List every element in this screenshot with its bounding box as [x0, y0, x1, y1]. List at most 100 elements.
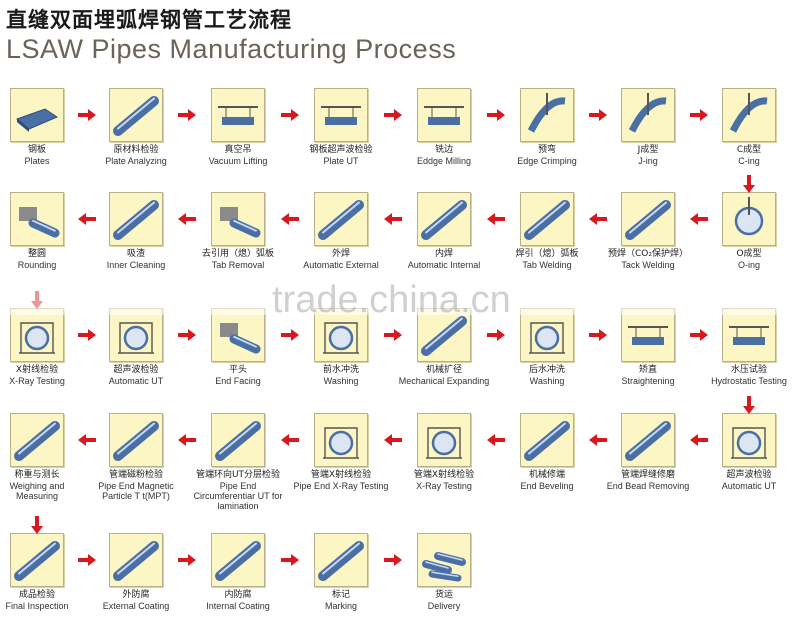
step-label-english: Tack Welding	[621, 260, 675, 270]
xray-testing-2-icon-graphic	[426, 427, 462, 459]
flow-arrow-icon	[178, 329, 196, 341]
automatic-ut-icon-graphic	[118, 322, 154, 354]
flow-arrow-icon	[280, 434, 299, 446]
c-ing-icon	[722, 88, 776, 142]
edge-crimping-icon-graphic	[527, 93, 566, 133]
tab-removal-icon	[211, 192, 265, 246]
step-label-chinese: 标记	[331, 590, 350, 600]
step-label-chinese: 真空吊	[224, 145, 252, 155]
step-label-english: Weighing and Measuring	[9, 481, 65, 501]
step-label-english: Inner Cleaning	[106, 260, 166, 270]
plate-ut-icon-graphic	[321, 106, 361, 125]
watermark: trade.china.cn	[272, 279, 511, 321]
end-facing-icon	[211, 308, 265, 362]
step-label-english: Automatic External	[303, 260, 379, 270]
flow-arrow-icon	[486, 434, 505, 446]
internal-coating-icon	[211, 533, 265, 587]
flow-arrow-icon	[743, 396, 755, 414]
hydrostatic-testing-icon-graphic	[729, 326, 769, 345]
step-label-chinese: 铣边	[434, 145, 453, 155]
plates-icon	[10, 88, 64, 142]
title-english: LSAW Pipes Manufacturing Process	[6, 34, 457, 64]
flow-arrow-icon	[383, 109, 402, 121]
step-label-chinese: 外防腐	[122, 590, 150, 600]
step-label-english: Delivery	[427, 601, 461, 611]
step-label-chinese: 矫直	[638, 365, 657, 375]
delivery-icon-graphic	[422, 552, 466, 582]
pipe-end-ut-icon	[211, 413, 265, 467]
step-label-english: Rounding	[17, 260, 57, 270]
step-label-chinese: 钢板	[27, 145, 46, 155]
tack-welding-icon-graphic	[625, 200, 671, 240]
washing-icon-graphic	[323, 322, 359, 354]
internal-welding-icon	[417, 192, 471, 246]
step-label-chinese: 管端X射线检验	[310, 470, 372, 480]
step-label-english: Hydrostatic Testing	[711, 376, 787, 386]
flow-arrow-icon	[689, 329, 708, 341]
external-welding-icon-graphic	[318, 200, 364, 240]
step-label-chinese: 超声波检验	[113, 365, 159, 375]
tab-removal-icon-graphic	[220, 207, 261, 238]
pipe-end-xray-icon-graphic	[323, 427, 359, 459]
xray-testing-icon	[10, 308, 64, 362]
vacuum-lifting-icon-graphic	[218, 106, 258, 125]
flow-arrow-icon	[280, 213, 299, 225]
j-ing-icon-graphic	[628, 93, 667, 133]
flow-arrow-icon	[77, 213, 96, 225]
step-label-english: End Beveling	[520, 481, 574, 491]
step-label-english: Washing	[323, 376, 359, 386]
flow-arrow-icon	[486, 329, 505, 341]
watermark-band	[0, 283, 800, 315]
flow-arrow-icon	[77, 329, 96, 341]
step-label-chinese: 后水冲洗	[528, 365, 565, 375]
xray-testing-icon-graphic	[19, 322, 55, 354]
marking-icon	[314, 533, 368, 587]
step-label-chinese: 超声波检验	[726, 470, 772, 480]
step-label-chinese: 预弯	[537, 145, 556, 155]
flow-arrow-icon	[383, 434, 402, 446]
weighing-icon-graphic	[14, 421, 60, 461]
step-label-english: Automatic UT	[108, 376, 164, 386]
step-label-chinese: 去引用（熄）弧板	[201, 249, 274, 259]
automatic-ut-icon	[109, 308, 163, 362]
step-label-chinese: 吸渣	[126, 249, 145, 259]
step-label-english: Final Inspection	[5, 601, 69, 611]
step-label-chinese: 预焊（CO₂保护焊）	[608, 249, 688, 259]
flow-arrow-icon	[178, 109, 196, 121]
pipe-end-ut-icon-graphic	[215, 421, 261, 461]
automatic-ut-2-icon-graphic	[731, 427, 767, 459]
flow-arrow-icon	[383, 554, 402, 566]
step-label-chinese: 钢板超声波检验	[309, 145, 373, 155]
external-coating-icon	[109, 533, 163, 587]
flow-arrow-icon	[383, 329, 402, 341]
flow-arrow-icon	[689, 213, 708, 225]
step-label-chinese: C成型	[736, 145, 762, 155]
final-inspection-icon	[10, 533, 64, 587]
step-label-chinese: 管端磁粉检验	[108, 470, 163, 480]
step-label-chinese: 水压试验	[730, 365, 767, 375]
flow-arrow-icon	[588, 213, 607, 225]
step-label-english: End Facing	[215, 376, 261, 386]
end-beveling-icon-graphic	[524, 421, 570, 461]
step-label-chinese: 称重与测长	[14, 470, 60, 480]
edge-milling-icon	[417, 88, 471, 142]
step-label-chinese: X射线检验	[15, 365, 59, 375]
washing-icon	[314, 308, 368, 362]
step-label-english: C-ing	[738, 156, 760, 166]
rounding-icon	[10, 192, 64, 246]
mechanical-expanding-icon	[417, 308, 471, 362]
flow-arrow-icon	[77, 554, 96, 566]
